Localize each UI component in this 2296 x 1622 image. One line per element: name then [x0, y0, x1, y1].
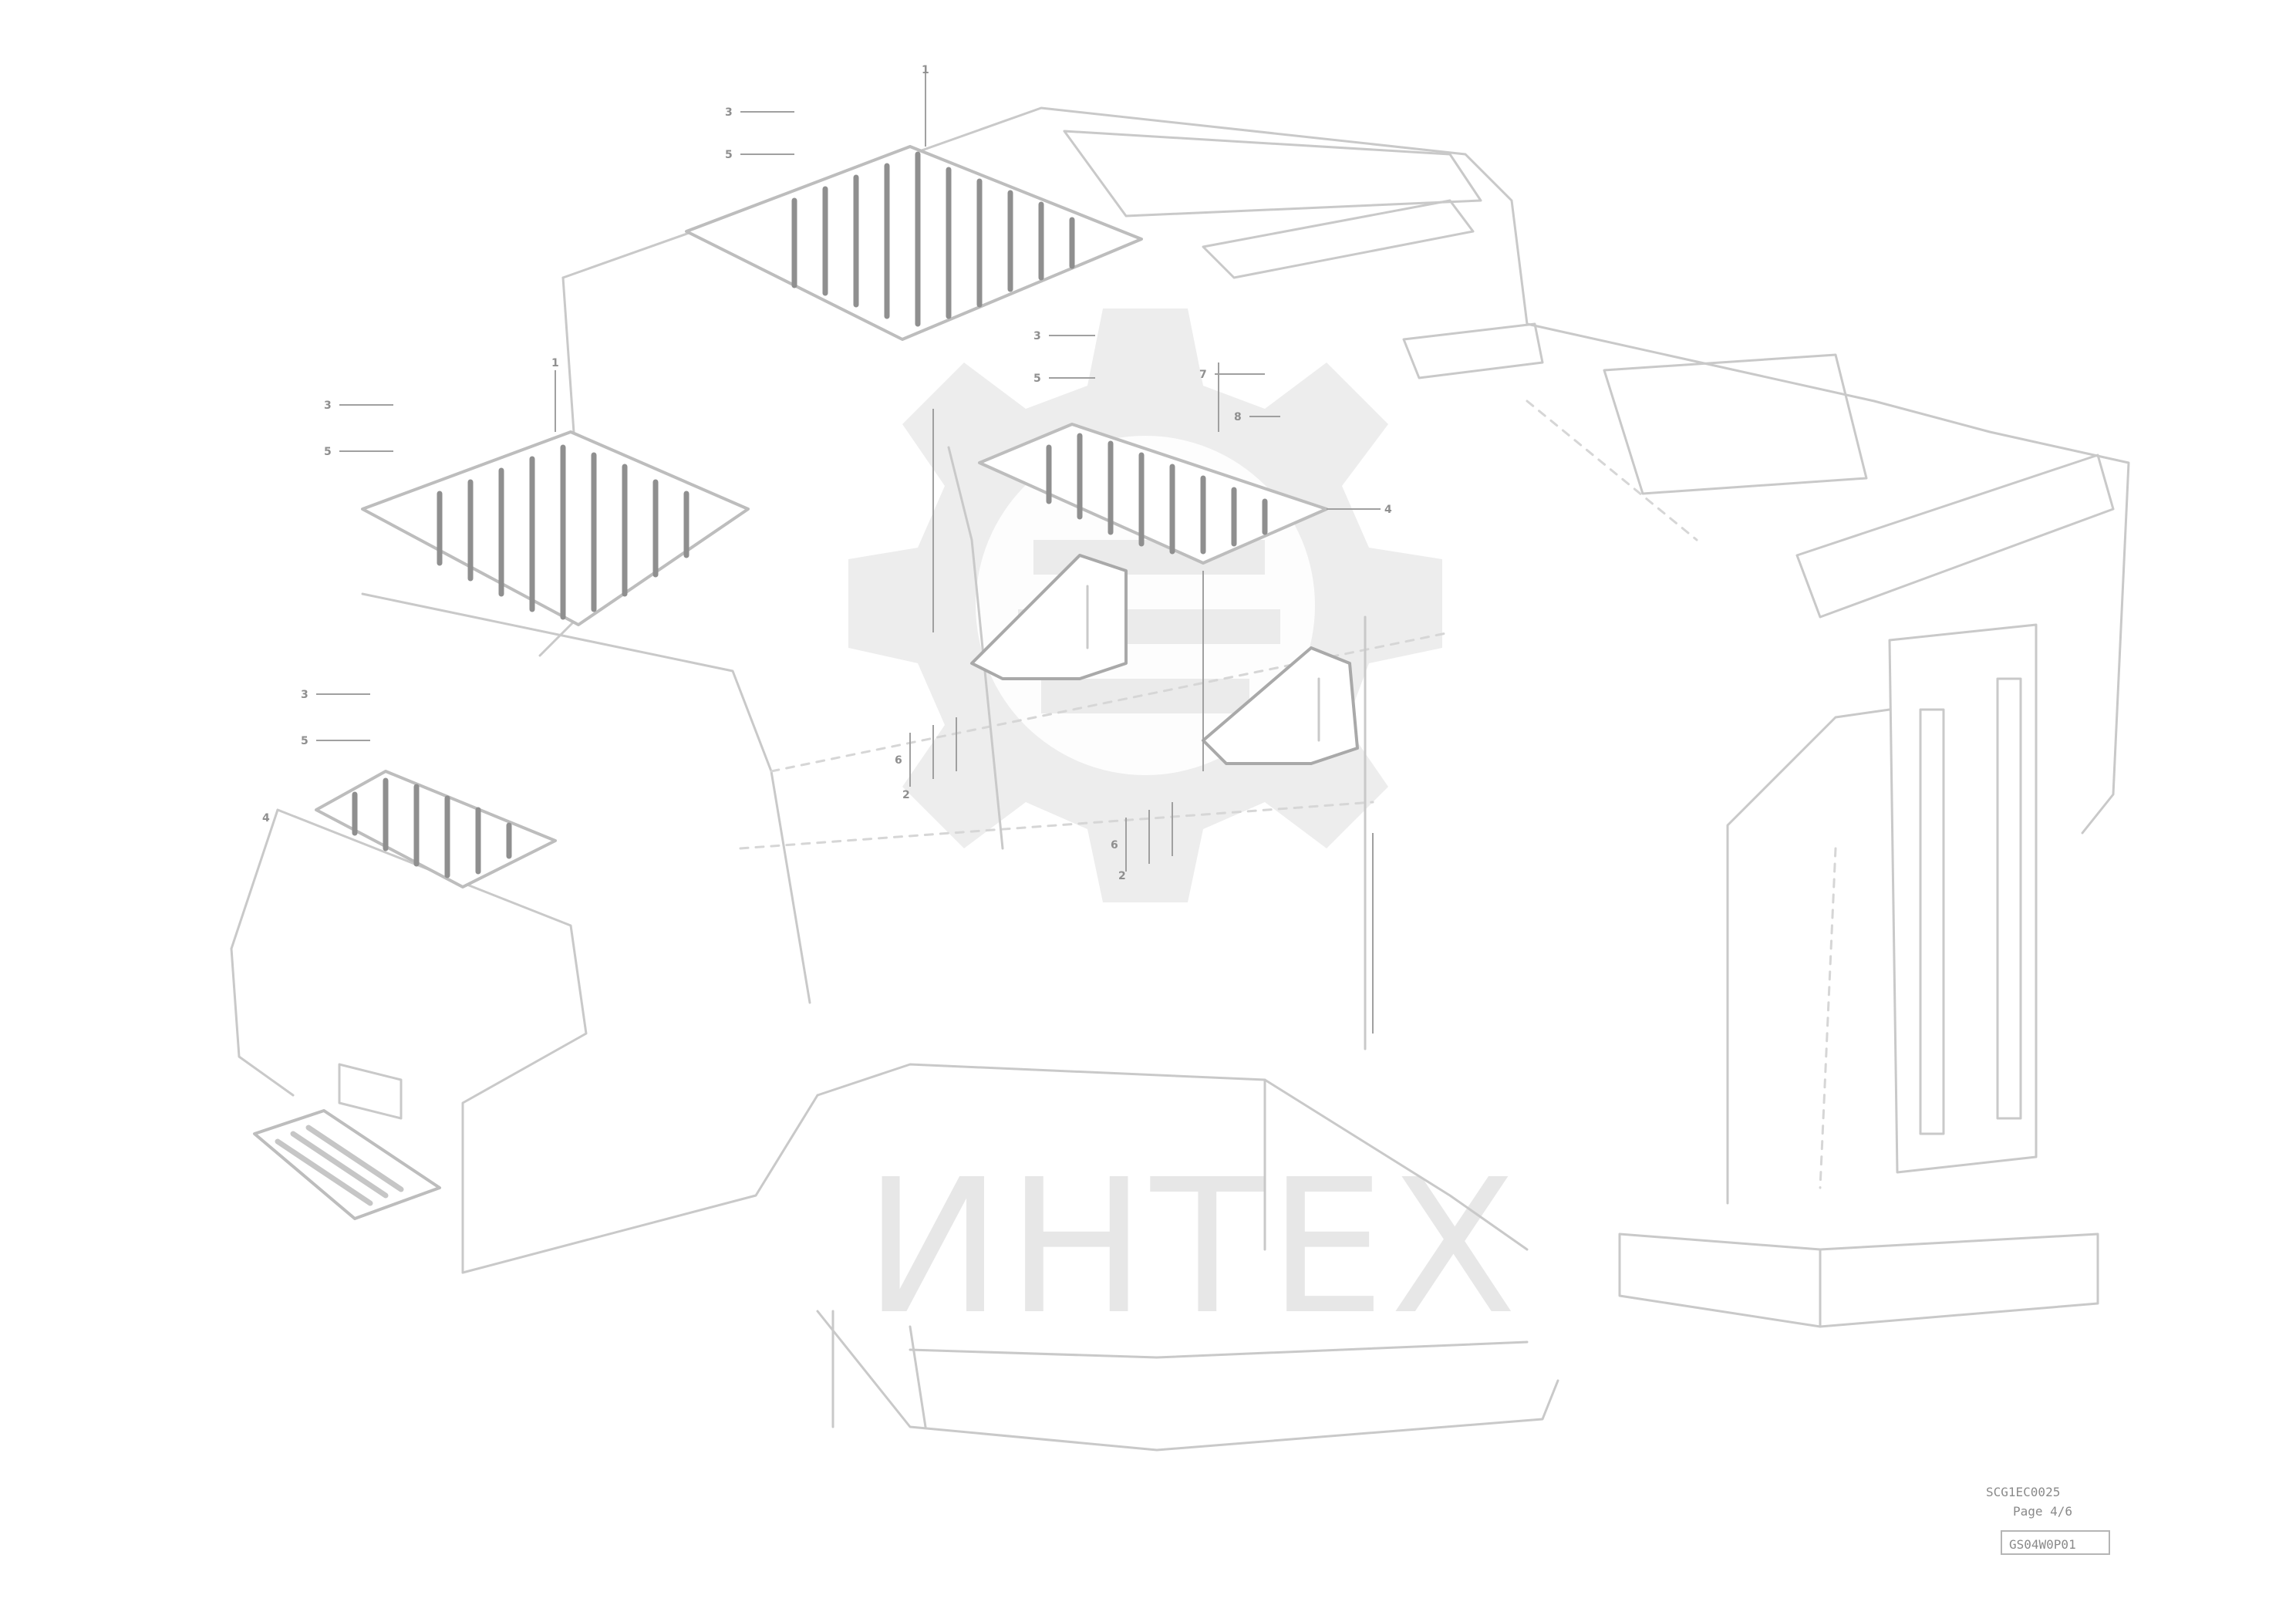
- machine-outline: [230, 106, 2130, 1452]
- watermark-gear-icon: [848, 309, 1442, 902]
- callout-labels: 3 5 3 5 3 5 3 5 7 8 6 6 2 2 1 1 4 4: [262, 64, 1392, 882]
- callout-label: 5: [324, 446, 332, 458]
- reference-code: GS04W0P01: [2009, 1537, 2076, 1552]
- callout-label: 3: [1033, 330, 1041, 342]
- callout-label: 4: [1384, 504, 1392, 516]
- callout-label: 1: [551, 357, 559, 369]
- callout-label: 1: [922, 64, 929, 76]
- reference-line-1: SCG1EC0025: [1986, 1485, 2060, 1499]
- callout-label: 8: [1234, 411, 1242, 423]
- step-plate: [275, 1125, 404, 1206]
- grill-small: [315, 770, 557, 889]
- reference-block: SCG1EC0025 Page 4/6 GS04W0P01: [1986, 1485, 2110, 1555]
- bracket-left: [970, 554, 1128, 680]
- callout-label: 3: [725, 106, 733, 119]
- callout-label: 4: [262, 812, 270, 824]
- fasteners: [555, 69, 1374, 1034]
- callout-label: 7: [1199, 369, 1207, 381]
- callout-label: 6: [1111, 839, 1118, 851]
- callout-label: 5: [1033, 373, 1041, 385]
- callout-label: 5: [301, 735, 308, 747]
- callout-label: 2: [902, 789, 910, 801]
- callout-label: 3: [301, 689, 308, 701]
- callout-label: 6: [895, 754, 902, 767]
- callout-label: 3: [324, 400, 332, 412]
- grill-top: [685, 145, 1143, 341]
- bracket-right: [1202, 646, 1359, 765]
- callout-label: 2: [1118, 870, 1126, 882]
- callout-label: 5: [725, 149, 733, 161]
- reference-line-2: Page 4/6: [2013, 1504, 2072, 1519]
- watermark-text: ИНТЕХ: [864, 1139, 1522, 1355]
- grill-left: [361, 430, 750, 626]
